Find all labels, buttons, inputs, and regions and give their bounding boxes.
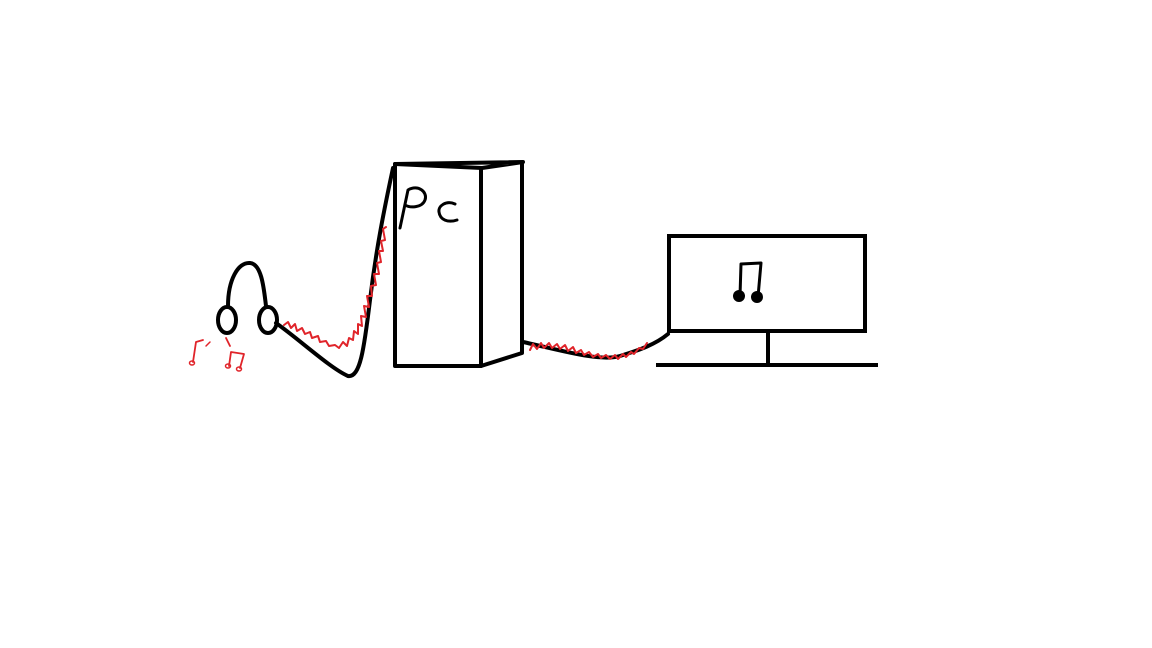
monitor: [656, 234, 878, 367]
pc-tower: PC: [393, 160, 525, 368]
music-note-icon: [733, 261, 763, 303]
music-note-icon: [224, 337, 245, 372]
monitor-screen: [667, 234, 867, 333]
sound-notes: [188, 337, 245, 372]
music-note-icon: [188, 339, 211, 366]
cable-pc-to-monitor: [521, 332, 670, 360]
headphones-icon: [216, 261, 279, 335]
pc-label-letter-p: [398, 186, 428, 230]
cable-headphones-to-pc: [274, 166, 395, 378]
pc-label-letter-c: [437, 201, 459, 223]
